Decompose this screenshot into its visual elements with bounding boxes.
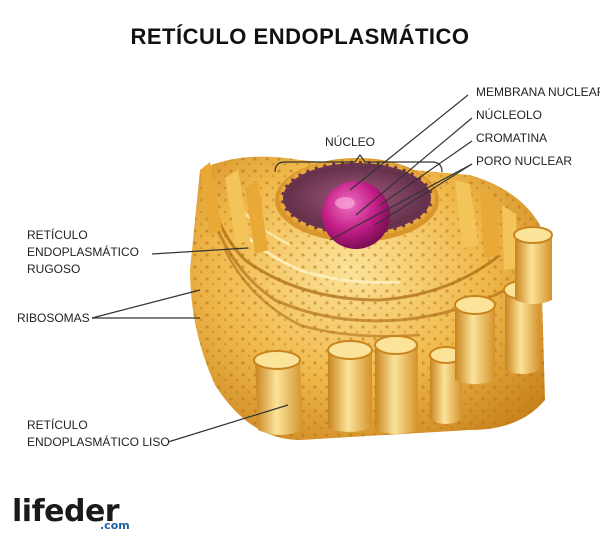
label-ser-line-1: RETÍCULO bbox=[27, 418, 88, 432]
leader-lines bbox=[91, 94, 473, 443]
label-ribosomas: RIBOSOMAS bbox=[17, 311, 90, 325]
label-rer-line-1: RETÍCULO bbox=[27, 228, 88, 242]
label-rer-line-3: RUGOSO bbox=[27, 262, 81, 276]
diagram-title: RETÍCULO ENDOPLASMÁTICO bbox=[130, 24, 470, 49]
brand-logo-suffix: .com bbox=[100, 519, 130, 532]
label-poro-nuclear: PORO NUCLEAR bbox=[476, 154, 573, 168]
nucleus bbox=[275, 158, 439, 242]
label-rer-line-2: ENDOPLASMÁTICO bbox=[27, 245, 140, 259]
label-nucleolo: NÚCLEOLO bbox=[476, 108, 543, 122]
label-membrana-nuclear: MEMBRANA NUCLEAR bbox=[476, 85, 600, 99]
label-ser-line-2: ENDOPLASMÁTICO LISO bbox=[27, 435, 170, 449]
label-nucleo: NÚCLEO bbox=[325, 135, 376, 149]
smooth-er-tubes bbox=[253, 226, 553, 435]
label-cromatina: CROMATINA bbox=[476, 131, 548, 145]
brand-logo: lifeder bbox=[12, 494, 120, 529]
